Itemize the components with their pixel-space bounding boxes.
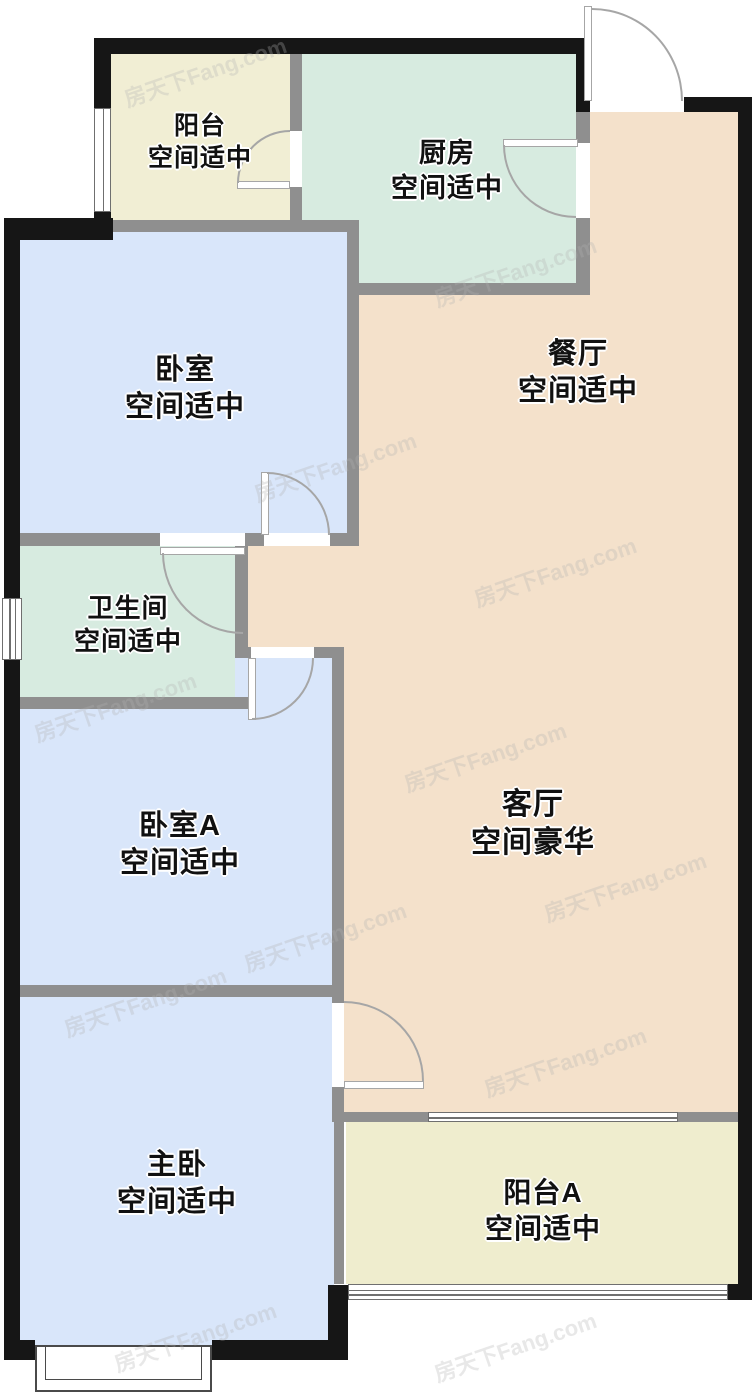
wall: [235, 647, 251, 658]
wall-exterior: [728, 1284, 752, 1300]
label-bedroom: 卧室 空间适中: [125, 352, 245, 426]
room-rating: 空间适中: [124, 391, 246, 424]
label-bedroom-a: 卧室A 空间适中: [120, 808, 240, 882]
wall-exterior: [4, 1340, 35, 1360]
wall: [332, 647, 344, 1003]
wall: [290, 52, 302, 131]
door-opening: [251, 647, 314, 658]
room-name: 餐厅: [547, 338, 609, 370]
bay-window: [35, 1345, 212, 1392]
wall-exterior: [212, 1340, 348, 1360]
wall-exterior: [738, 97, 752, 1300]
room-rating: 空间适中: [119, 847, 241, 880]
room-name: 主卧: [146, 1149, 208, 1181]
label-dining: 餐厅 空间适中: [518, 336, 638, 410]
door-opening: [160, 533, 245, 546]
floor-dining-living: [359, 295, 590, 1112]
wall: [334, 1120, 344, 1284]
floor-hallway: [344, 658, 359, 1112]
room-rating: 空间适中: [484, 1212, 602, 1244]
label-master: 主卧 空间适中: [117, 1147, 237, 1221]
wall: [290, 187, 302, 222]
room-rating: 空间适中: [517, 375, 639, 408]
floor-balcony-a: [346, 1120, 738, 1284]
wall: [20, 697, 248, 709]
window: [348, 1284, 728, 1300]
window: [2, 598, 22, 660]
wall: [110, 220, 359, 232]
floor-balcony: [110, 54, 290, 220]
window: [94, 108, 111, 212]
label-bathroom: 卫生间 空间适中: [74, 592, 182, 659]
label-balcony-a: 阳台A 空间适中: [485, 1175, 601, 1247]
wall-exterior: [4, 218, 113, 240]
door-opening: [290, 131, 302, 187]
wall: [347, 283, 590, 295]
wall-exterior: [328, 1285, 348, 1360]
door-leaf: [344, 1081, 424, 1089]
door-opening: [332, 1003, 344, 1087]
room-rating: 空间适中: [147, 144, 253, 172]
floor-hallway: [248, 546, 359, 658]
door-opening: [576, 143, 590, 218]
window-slider: [428, 1112, 678, 1122]
floor-dining-living: [590, 112, 738, 1112]
wall-exterior: [684, 97, 752, 112]
door-opening: [264, 533, 330, 546]
wall: [314, 647, 344, 658]
wall: [245, 533, 264, 546]
wall-exterior: [94, 38, 111, 108]
room-name: 客厅: [502, 788, 564, 821]
room-name: 卧室: [154, 354, 216, 386]
wall: [678, 1112, 738, 1122]
wall: [576, 218, 590, 295]
label-kitchen: 厨房 空间适中: [391, 136, 503, 205]
room-rating: 空间适中: [73, 626, 183, 657]
wall: [347, 222, 359, 546]
room-name: 阳台: [173, 112, 227, 140]
wall: [332, 1087, 344, 1122]
wall: [576, 110, 590, 143]
wall: [20, 533, 160, 546]
entrance-door-leaf: [584, 6, 592, 101]
room-name: 阳台A: [503, 1177, 583, 1208]
room-rating: 空间适中: [116, 1186, 238, 1219]
entrance-door-arc: [592, 8, 683, 101]
wall: [20, 985, 344, 997]
room-rating: 空间豪华: [471, 826, 595, 860]
wall-exterior: [94, 212, 111, 222]
room-rating: 空间适中: [391, 172, 503, 203]
floor-master: [20, 997, 334, 1345]
label-balcony: 阳台 空间适中: [148, 110, 252, 174]
wall-exterior: [95, 38, 590, 54]
room-name: 卧室A: [139, 810, 221, 842]
wall: [330, 533, 359, 546]
label-living: 客厅 空间豪华: [471, 786, 595, 863]
wall: [344, 1112, 428, 1122]
room-name: 厨房: [419, 138, 475, 168]
watermark: 房天下Fang.com: [431, 1307, 600, 1387]
room-name: 卫生间: [87, 593, 169, 623]
wall-exterior: [4, 218, 20, 1360]
